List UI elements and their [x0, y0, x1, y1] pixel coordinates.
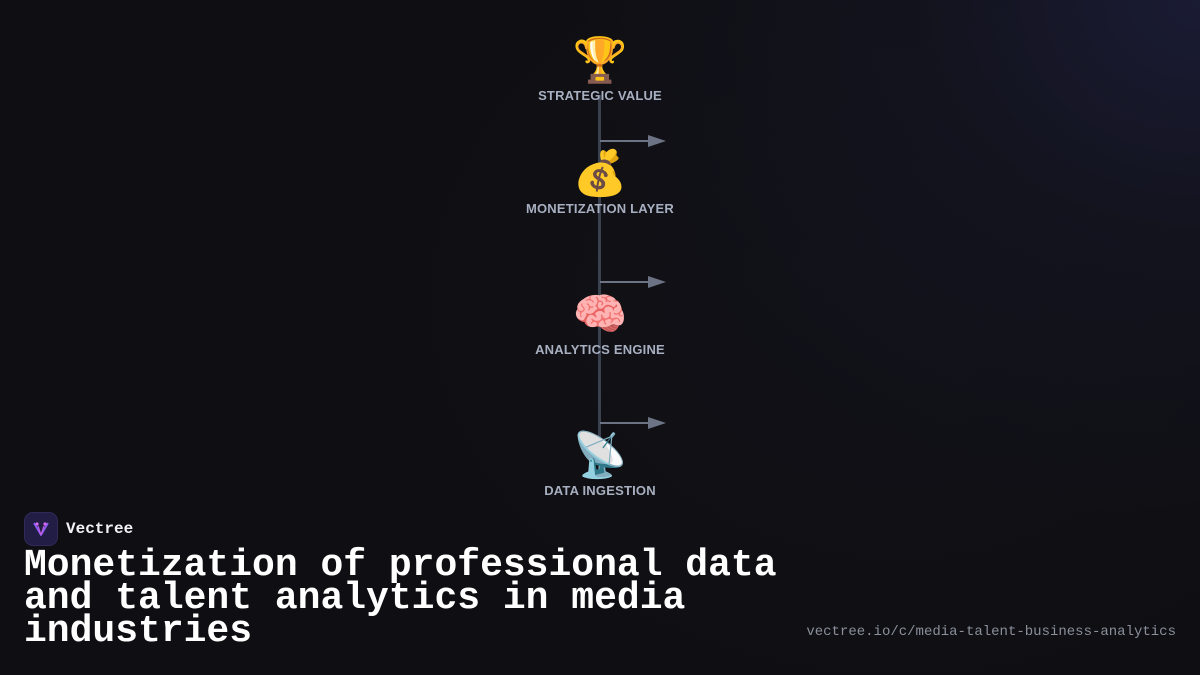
- flow-arrow: [600, 276, 666, 288]
- brand[interactable]: Vectree: [24, 512, 133, 546]
- layer-label: MONETIZATION LAYER: [525, 201, 675, 216]
- brain-icon: 🧠: [572, 290, 628, 339]
- money-bag-icon: 💰: [572, 149, 628, 198]
- flow-arrow: [600, 135, 666, 147]
- page-title: Monetization of professional data and ta…: [24, 544, 777, 653]
- trophy-icon: 🏆: [572, 36, 628, 85]
- flow-arrow: [600, 417, 666, 429]
- satellite-dish-icon: 📡: [572, 431, 628, 480]
- layer-monetization: 💰 MONETIZATION LAYER: [450, 149, 750, 216]
- diagram-spine: [598, 95, 601, 440]
- brand-name: Vectree: [66, 520, 134, 538]
- layer-strategic-value: 🏆 STRATEGIC VALUE: [450, 36, 750, 103]
- vectree-logo-icon: [24, 512, 58, 546]
- layer-diagram: 🏆 STRATEGIC VALUE 💰 MONETIZATION LAYER 🧠…: [450, 36, 750, 498]
- layer-label: ANALYTICS ENGINE: [535, 342, 665, 357]
- source-url[interactable]: vectree.io/c/media-talent-business-analy…: [806, 624, 1176, 640]
- layer-analytics-engine: 🧠 ANALYTICS ENGINE: [450, 290, 750, 357]
- layer-label: STRATEGIC VALUE: [538, 88, 662, 103]
- layer-data-ingestion: 📡 DATA INGESTION: [450, 431, 750, 498]
- layer-label: DATA INGESTION: [544, 483, 656, 498]
